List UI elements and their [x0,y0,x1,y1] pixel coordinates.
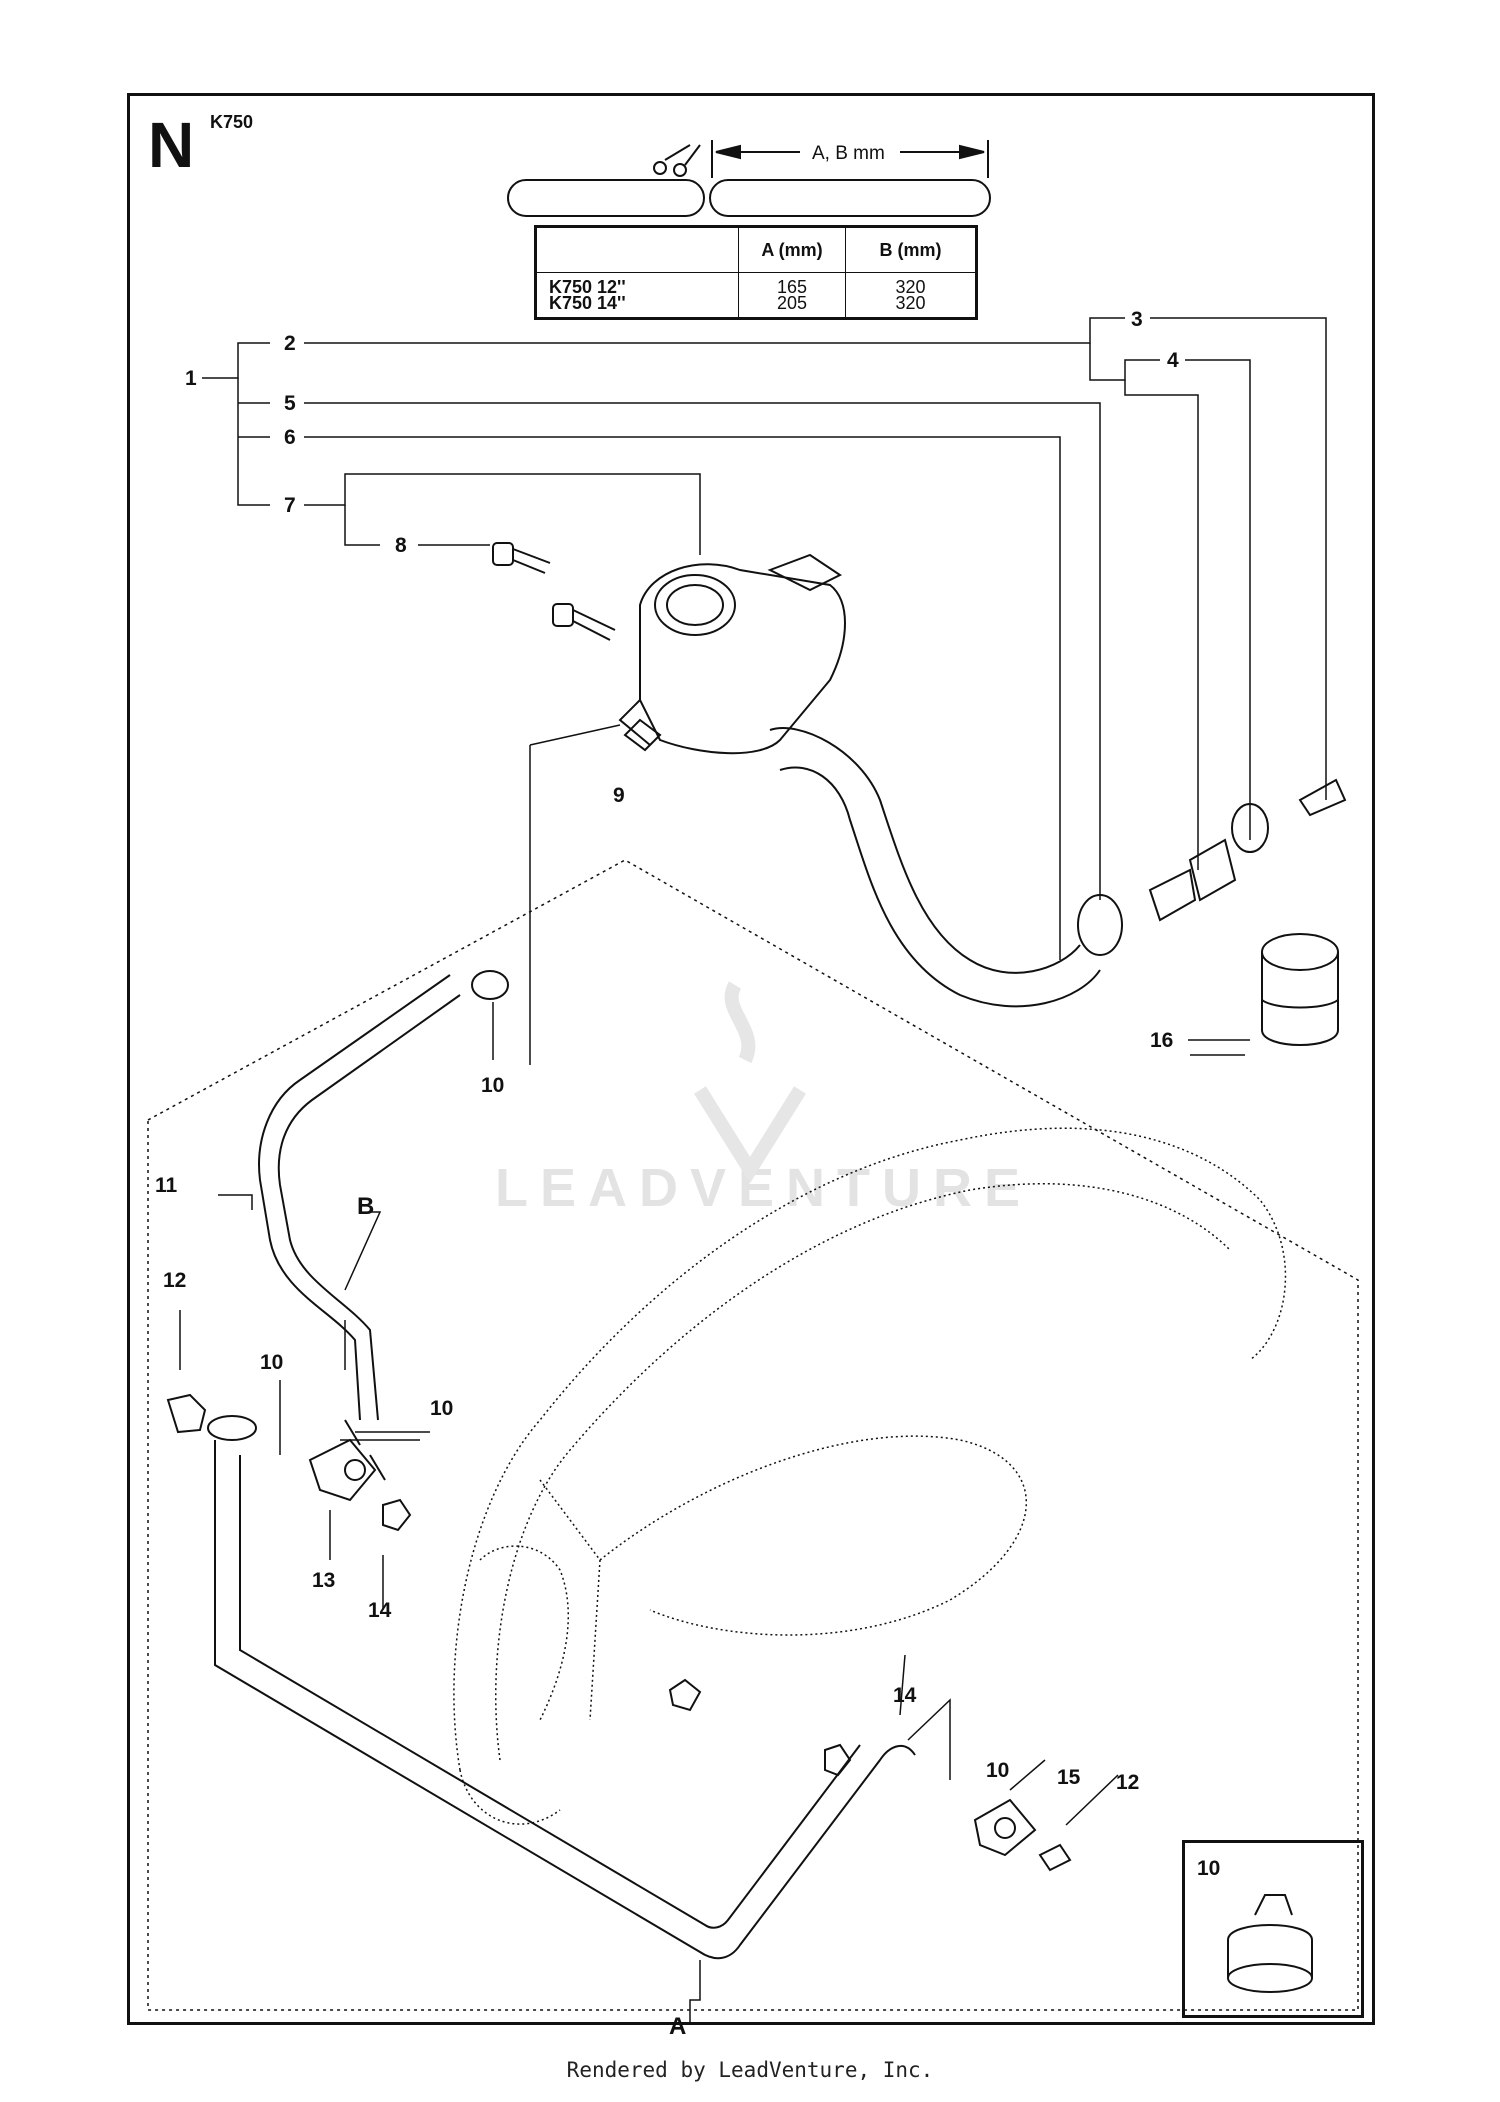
callout-8: 8 [395,534,407,557]
footer-credit: Rendered by LeadVenture, Inc. [566,2058,934,2082]
plug-12-part [166,1393,207,1434]
valve-handle-part [618,553,846,755]
callout-10a: 10 [481,1074,505,1097]
callout-a: A [669,2013,687,2040]
a-value-1: 165 [776,277,808,297]
leadventure-logo-icon [694,981,806,1184]
table-header-a: A (mm) [738,226,846,273]
hose-cut-illustration [507,140,991,217]
table-row: K750 12'' K750 14'' 165 205 320 320 [535,272,977,319]
model-row-2: K750 14'' [549,293,626,313]
coupling-part [1261,933,1339,1046]
fitting-parts [1077,778,1347,956]
callout-14b: 14 [893,1684,917,1707]
hose-length-table: A (mm) B (mm) K750 12'' K750 14'' 165 20… [534,225,978,320]
blade-guard-part [453,1127,1287,1825]
callout-12a: 12 [163,1269,187,1292]
callout-13: 13 [312,1569,336,1592]
callout-14a: 14 [368,1599,392,1622]
table-cell-models: K750 12'' K750 14'' [535,272,739,319]
nut-14-parts [382,1498,852,1777]
callout-3: 3 [1131,308,1143,331]
callout-11: 11 [155,1174,178,1197]
b-value-2: 320 [895,293,926,313]
callout-1: 1 [185,367,197,390]
clamp-inset-box: 10 [1182,1840,1364,2018]
callout-10b: 10 [260,1351,284,1374]
callout-10c: 10 [430,1397,454,1420]
model-label: K750 [210,112,254,132]
water-hose-a [207,1415,916,1960]
callout-7: 7 [284,494,296,517]
leader-lines [179,317,1327,2025]
callout-10d: 10 [986,1759,1010,1782]
section-letter: N [148,109,195,181]
callout-6: 6 [284,426,296,449]
callout-b: B [357,1193,375,1220]
callout-2: 2 [284,332,296,355]
callout-15: 15 [1057,1766,1081,1789]
callout-5: 5 [284,392,296,415]
valve-13-part [308,1419,386,1502]
callout-10-inset: 10 [1197,1857,1221,1880]
hose-part [623,718,1101,1008]
nozzle-15-part [973,1798,1072,1872]
callout-12b: 12 [1116,1771,1140,1794]
callout-16: 16 [1150,1029,1174,1052]
table-cell-b: 320 320 [845,272,977,319]
clamp-icon [1227,1894,1313,1993]
table-header-row: A (mm) B (mm) [535,226,977,273]
callout-4: 4 [1167,349,1179,372]
scissors-icon [653,144,701,177]
callout-9: 9 [613,784,625,807]
table-header-model [535,226,739,273]
model-row-1: K750 12'' [549,277,626,297]
table-cell-a: 165 205 [738,272,846,319]
table-header-b: B (mm) [845,226,977,273]
a-value-2: 205 [776,293,808,313]
dimension-label: A, B mm [812,143,885,164]
screw-part [492,542,616,641]
water-hose-11 [258,970,509,1421]
diagram-frame [127,93,1375,2025]
b-value-1: 320 [895,277,926,297]
